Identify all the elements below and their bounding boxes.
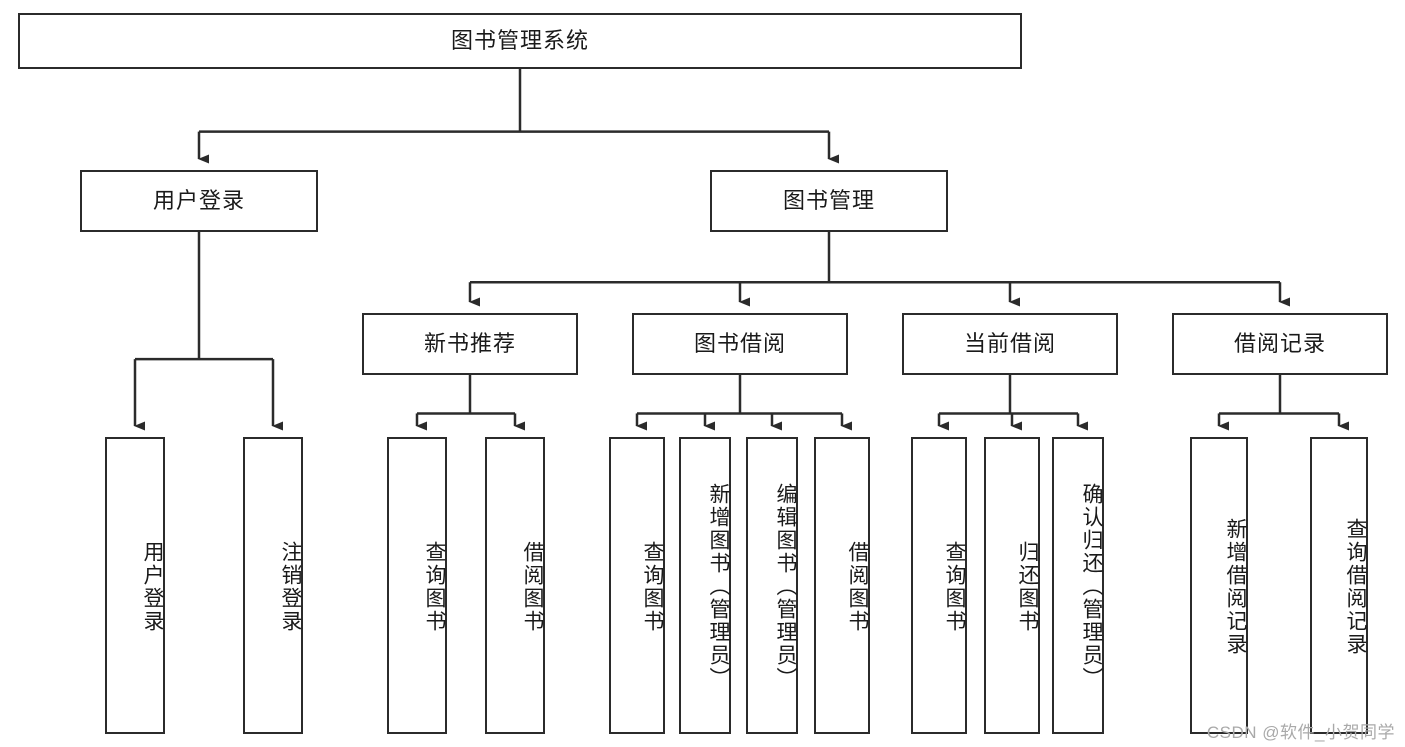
node-leaf-query-book-3[interactable]: 查询图书	[911, 437, 967, 734]
node-leaf-edit-book-admin[interactable]: 编辑图书（管理员）	[746, 437, 798, 734]
node-leaf-add-book-admin[interactable]: 新增图书（管理员）	[679, 437, 731, 734]
node-root[interactable]: 图书管理系统	[18, 13, 1022, 69]
node-label: 归还图书	[1016, 540, 1039, 633]
node-current-borrow[interactable]: 当前借阅	[902, 313, 1118, 375]
node-leaf-confirm-return-admin[interactable]: 确认归还（管理员）	[1052, 437, 1104, 734]
node-label: 查询图书	[423, 540, 446, 633]
node-new-book-recommend[interactable]: 新书推荐	[362, 313, 578, 375]
node-leaf-borrow-book-1[interactable]: 借阅图书	[485, 437, 545, 734]
node-label: 编辑图书（管理员）	[774, 483, 797, 690]
node-label: 查询图书	[641, 540, 664, 633]
node-user-login[interactable]: 用户登录	[80, 170, 318, 232]
node-leaf-query-book-1[interactable]: 查询图书	[387, 437, 447, 734]
node-leaf-query-book-2[interactable]: 查询图书	[609, 437, 665, 734]
node-label: 用户登录	[141, 540, 164, 633]
node-label: 借阅图书	[521, 540, 544, 633]
node-label: 图书管理系统	[450, 28, 589, 54]
node-label: 新书推荐	[423, 331, 516, 357]
node-label: 新增图书（管理员）	[707, 483, 730, 690]
node-leaf-return-book[interactable]: 归还图书	[984, 437, 1040, 734]
node-leaf-user-login[interactable]: 用户登录	[105, 437, 165, 734]
node-label: 查询借阅记录	[1344, 517, 1367, 656]
node-label: 查询图书	[943, 540, 966, 633]
node-label: 图书借阅	[693, 331, 786, 357]
watermark-text: CSDN @软件_小贺同学	[1206, 723, 1395, 742]
node-label: 借阅图书	[846, 540, 869, 633]
node-label: 注销登录	[279, 540, 302, 633]
node-leaf-query-borrow-record[interactable]: 查询借阅记录	[1310, 437, 1368, 734]
node-book-manage[interactable]: 图书管理	[710, 170, 948, 232]
node-borrow-record[interactable]: 借阅记录	[1172, 313, 1388, 375]
node-book-borrow[interactable]: 图书借阅	[632, 313, 848, 375]
node-label: 借阅记录	[1233, 331, 1326, 357]
node-leaf-borrow-book-2[interactable]: 借阅图书	[814, 437, 870, 734]
node-label: 当前借阅	[963, 331, 1056, 357]
node-label: 用户登录	[152, 188, 245, 214]
node-leaf-add-borrow-record[interactable]: 新增借阅记录	[1190, 437, 1248, 734]
node-label: 确认归还（管理员）	[1080, 483, 1103, 690]
node-label: 新增借阅记录	[1224, 517, 1247, 656]
node-leaf-logout-login[interactable]: 注销登录	[243, 437, 303, 734]
node-label: 图书管理	[782, 188, 875, 214]
